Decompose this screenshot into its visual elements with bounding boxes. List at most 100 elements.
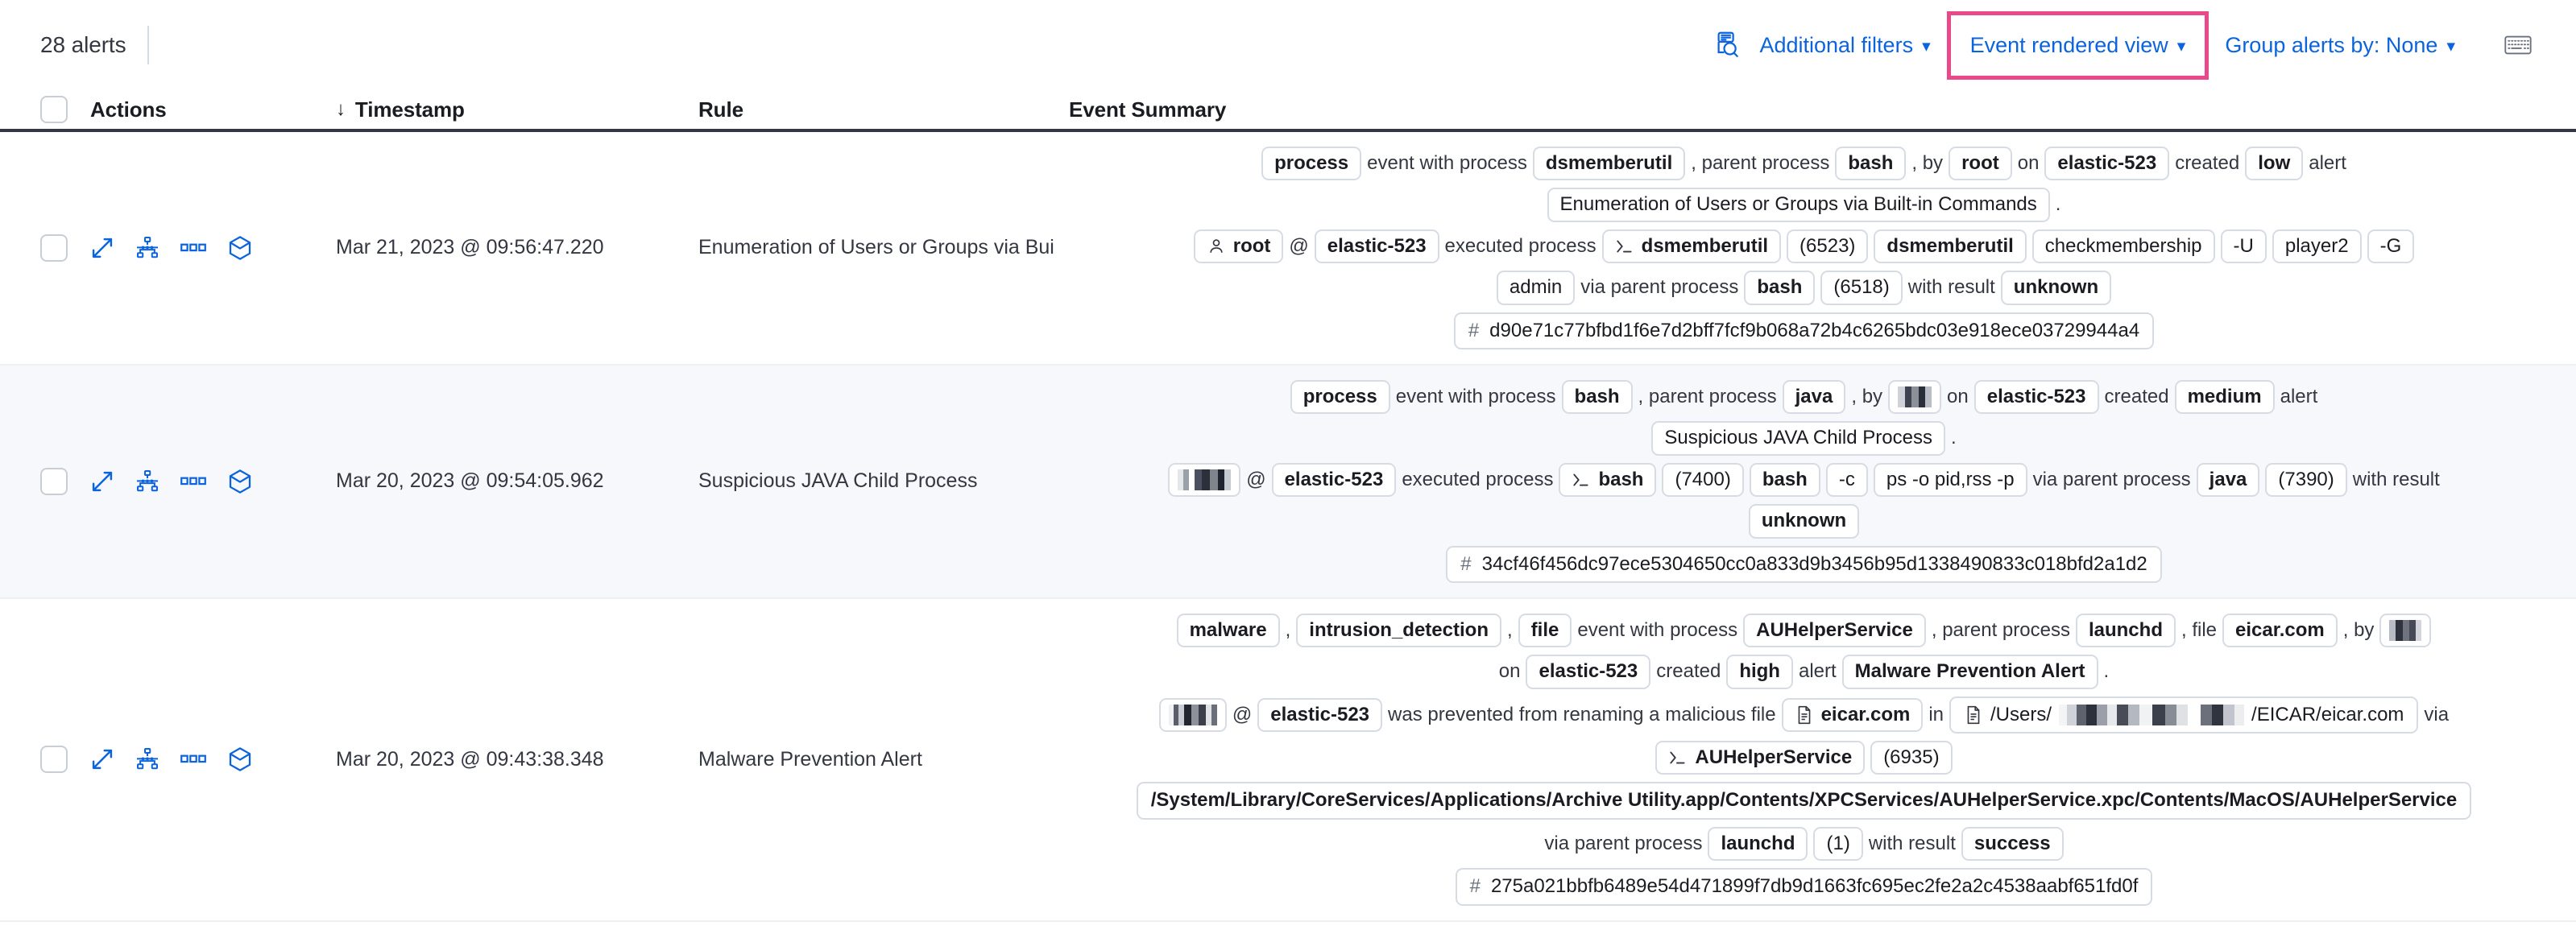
value-badge[interactable]: -c xyxy=(1825,462,1868,498)
event-rendered-view-button[interactable]: Event rendered view ▾ xyxy=(1959,28,2197,63)
value-badge[interactable]: high xyxy=(1726,655,1793,689)
value-badge[interactable]: -G xyxy=(2367,229,2415,264)
value-badge[interactable]: (7400) xyxy=(1662,462,1744,498)
value-badge[interactable]: root xyxy=(1193,229,1284,264)
group-alerts-by-button[interactable]: Group alerts by: None ▾ xyxy=(2214,28,2466,63)
value-badge[interactable]: medium xyxy=(2174,379,2275,415)
value-badge[interactable]: bash xyxy=(1835,147,1907,181)
value-badge[interactable]: java xyxy=(1782,379,1846,415)
additional-filters-button[interactable]: Additional filters ▾ xyxy=(1748,28,1941,63)
value-badge[interactable]: elastic-523 xyxy=(1314,229,1439,264)
value-badge[interactable]: (6935) xyxy=(1870,741,1953,775)
value-badge[interactable]: Enumeration of Users or Groups via Built… xyxy=(1547,188,2050,222)
value-badge[interactable]: Suspicious JAVA Child Process xyxy=(1651,421,1945,456)
value-badge[interactable]: elastic-523 xyxy=(1526,655,1651,689)
value-badge[interactable]: eicar.com xyxy=(1781,697,1924,733)
row-select-checkbox[interactable] xyxy=(40,234,68,262)
hash-symbol-icon: # xyxy=(1468,319,1480,341)
value-badge[interactable]: intrusion_detection xyxy=(1296,613,1501,648)
value-badge[interactable]: process xyxy=(1290,379,1390,415)
summary-text: , parent process xyxy=(1931,618,2070,641)
value-badge[interactable]: elastic-523 xyxy=(1257,697,1383,733)
summary-text: alert xyxy=(1798,660,1837,683)
value-badge[interactable]: (1) xyxy=(1813,826,1863,862)
value-badge[interactable]: dsmemberutil xyxy=(1532,147,1686,181)
value-badge[interactable]: checkmembership xyxy=(2031,229,2215,264)
file-hash-badge[interactable]: #275a021bbfb6489e54d471899f7db9d1663fc69… xyxy=(1455,868,2153,906)
value-badge[interactable]: process xyxy=(1261,147,1362,181)
summary-text: executed process xyxy=(1444,234,1597,257)
value-badge[interactable]: (6518) xyxy=(1820,271,1903,305)
redacted-value-badge[interactable] xyxy=(1888,380,1942,415)
inspect-search-icon[interactable] xyxy=(1706,24,1748,66)
expand-icon[interactable] xyxy=(90,236,114,260)
value-badge[interactable]: bash xyxy=(1749,462,1820,498)
value-badge[interactable]: launchd xyxy=(2075,613,2176,648)
value-badge[interactable]: admin xyxy=(1496,271,1576,305)
column-header-actions[interactable]: Actions xyxy=(90,97,167,122)
value-badge[interactable]: player2 xyxy=(2272,229,2362,264)
value-badge[interactable]: (6523) xyxy=(1787,229,1869,264)
value-badge[interactable]: java xyxy=(2196,462,2260,498)
value-badge[interactable]: Malware Prevention Alert xyxy=(1841,655,2098,689)
file-path-badge[interactable]: /Users//EICAR/eicar.com xyxy=(1949,696,2419,734)
value-badge[interactable]: file xyxy=(1518,613,1572,648)
redacted-value-badge[interactable] xyxy=(2379,614,2432,648)
badge-label: process xyxy=(1302,385,1377,407)
summary-text: created xyxy=(2104,385,2169,407)
more-actions-icon[interactable] xyxy=(180,242,206,254)
value-badge[interactable]: bash xyxy=(1744,271,1816,305)
session-view-icon[interactable] xyxy=(227,746,253,772)
session-view-icon[interactable] xyxy=(227,469,253,494)
value-badge[interactable]: -U xyxy=(2220,229,2267,264)
row-actions-cell xyxy=(90,132,336,364)
expand-icon[interactable] xyxy=(90,747,114,771)
value-badge[interactable]: root xyxy=(1949,147,2012,181)
keyboard-shortcuts-icon[interactable] xyxy=(2497,24,2539,66)
more-actions-icon[interactable] xyxy=(180,753,206,766)
file-hash-badge[interactable]: #d90e71c77bfbd1f6e7d2bff7fcf9b068a72b4c6… xyxy=(1453,312,2155,349)
value-badge[interactable]: malware xyxy=(1176,613,1280,648)
badge-label: -U xyxy=(2233,234,2254,257)
value-badge[interactable]: (7390) xyxy=(2265,462,2347,498)
value-badge[interactable]: launchd xyxy=(1708,826,1808,862)
expand-icon[interactable] xyxy=(90,469,114,494)
badge-label: low xyxy=(2258,152,2291,174)
file-hash-badge[interactable]: #34cf46f456dc97ece5304650cc0a833d9b3456b… xyxy=(1446,545,2162,583)
redacted-value-badge[interactable] xyxy=(1158,697,1227,732)
value-badge[interactable]: eicar.com xyxy=(2222,613,2338,648)
badge-label: (6518) xyxy=(1833,276,1890,299)
redacted-value-badge[interactable] xyxy=(1168,462,1241,497)
session-view-icon[interactable] xyxy=(227,235,253,261)
row-select-checkbox[interactable] xyxy=(40,746,68,774)
row-select-checkbox[interactable] xyxy=(40,467,68,495)
process-executable-badge[interactable]: /System/Library/CoreServices/Application… xyxy=(1136,782,2472,820)
select-all-checkbox[interactable] xyxy=(40,96,68,123)
value-badge[interactable]: dsmemberutil xyxy=(1601,229,1782,264)
value-badge[interactable]: ps -o pid,rss -p xyxy=(1873,462,2027,498)
value-badge[interactable]: success xyxy=(1961,826,2064,862)
analyze-event-icon[interactable] xyxy=(135,747,159,771)
column-header-rule[interactable]: Rule xyxy=(698,97,743,122)
value-badge[interactable]: dsmemberutil xyxy=(1874,229,2027,264)
value-badge[interactable]: low xyxy=(2245,147,2304,181)
badge-label: (7390) xyxy=(2278,468,2334,490)
column-header-timestamp[interactable]: ↓ Timestamp xyxy=(336,97,698,122)
value-badge[interactable]: elastic-523 xyxy=(1973,379,2099,415)
row-actions-group xyxy=(90,746,253,772)
value-badge[interactable]: AUHelperService xyxy=(1655,741,1866,775)
value-badge[interactable]: elastic-523 xyxy=(2044,147,2170,181)
value-badge[interactable]: bash xyxy=(1561,379,1633,415)
value-badge[interactable]: bash xyxy=(1559,462,1657,498)
analyze-event-icon[interactable] xyxy=(135,236,159,260)
analyze-event-icon[interactable] xyxy=(135,469,159,494)
more-actions-icon[interactable] xyxy=(180,475,206,488)
value-badge[interactable]: unknown xyxy=(1748,504,1860,539)
value-badge[interactable]: AUHelperService xyxy=(1743,613,1926,648)
value-badge[interactable]: elastic-523 xyxy=(1271,462,1397,498)
column-header-event-summary[interactable]: Event Summary xyxy=(1069,97,1227,122)
value-badge[interactable]: unknown xyxy=(2000,271,2112,305)
